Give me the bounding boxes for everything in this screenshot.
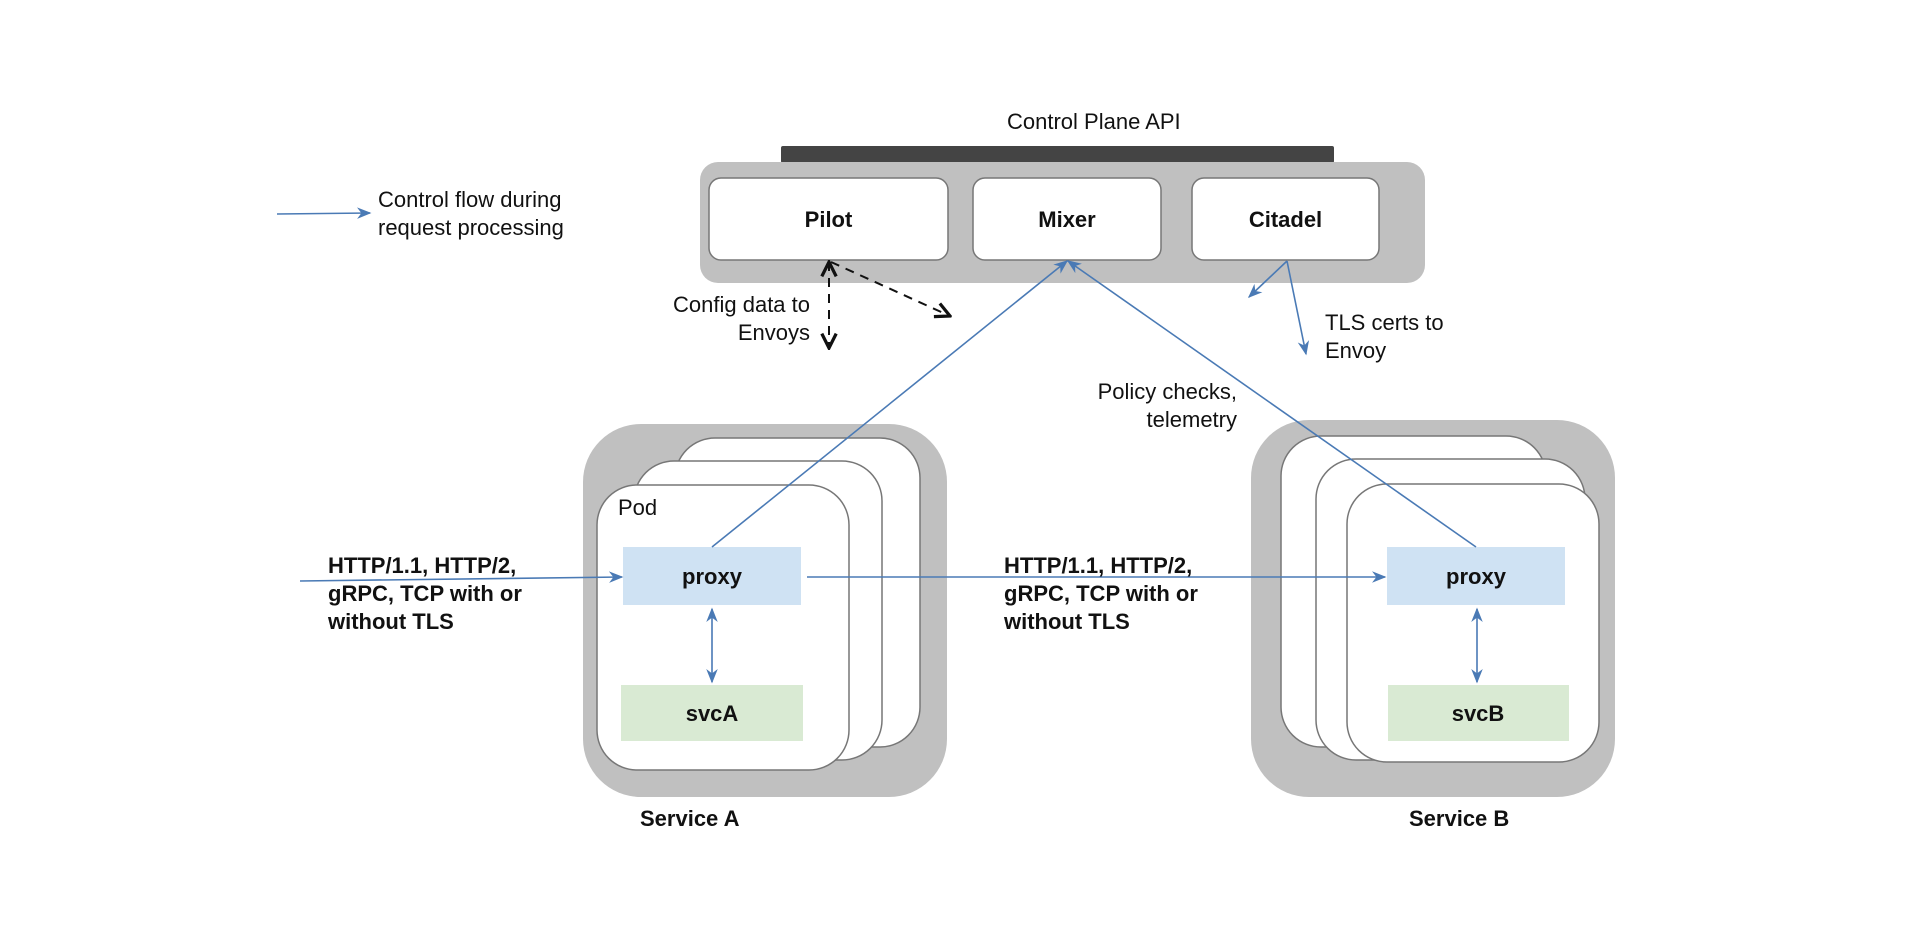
svc-a-label: svcA [686, 701, 739, 726]
citadel-box[interactable]: Citadel [1191, 177, 1380, 261]
mixer-box[interactable]: Mixer [972, 177, 1162, 261]
service-b: proxy svcB [1251, 420, 1615, 797]
protocol-mid-line1: HTTP/1.1, HTTP/2, [1004, 553, 1193, 578]
config-label-line1: Config data to [673, 292, 810, 317]
legend-text-line2: request processing [378, 215, 564, 240]
svc-a-box[interactable] [621, 685, 803, 741]
policy-arrow-from-proxy-b [1066, 260, 1477, 548]
tls-label-line2: Envoy [1325, 338, 1387, 363]
config-dashed-arrow-diagonal [830, 261, 950, 316]
tls-arrow-left [1247, 260, 1288, 298]
policy-arrow-from-proxy-a [711, 260, 1069, 548]
citadel-label: Citadel [1249, 207, 1322, 232]
mixer-label: Mixer [1038, 207, 1096, 232]
service-a-label: Service A [640, 806, 740, 831]
svc-b-label: svcB [1452, 701, 1505, 726]
policy-label-line2: telemetry [1146, 407, 1237, 432]
proxy-a-label: proxy [682, 564, 743, 589]
pilot-box[interactable]: Pilot [708, 177, 949, 261]
pilot-label: Pilot [805, 207, 853, 232]
protocol-in-line1: HTTP/1.1, HTTP/2, [328, 553, 517, 578]
control-plane-api-title: Control Plane API [1007, 109, 1181, 134]
policy-label-line1: Policy checks, [1097, 379, 1237, 404]
tls-arrow-down [1286, 260, 1310, 356]
proxy-b-label: proxy [1446, 564, 1507, 589]
protocol-mid-line3: without TLS [1004, 609, 1130, 634]
pod-label: Pod [618, 495, 658, 520]
protocol-in-line2: gRPC, TCP with or [328, 581, 522, 606]
tls-label-line1: TLS certs to [1325, 310, 1444, 335]
protocol-mid-line2: gRPC, TCP with or [1004, 581, 1198, 606]
svc-b-box[interactable] [1388, 685, 1569, 741]
service-b-label: Service B [1409, 806, 1510, 831]
config-label-line2: Envoys [737, 320, 810, 345]
control-plane-api-bar [781, 146, 1334, 163]
proxy-b-box[interactable] [1387, 547, 1565, 605]
protocol-in-line3: without TLS [328, 609, 454, 634]
proxy-a-box[interactable] [623, 547, 801, 605]
incoming-request-arrow [299, 571, 624, 583]
legend-arrow [276, 207, 372, 219]
service-a: proxy svcA [583, 424, 947, 797]
legend-text-line1: Control flow during [378, 187, 562, 212]
